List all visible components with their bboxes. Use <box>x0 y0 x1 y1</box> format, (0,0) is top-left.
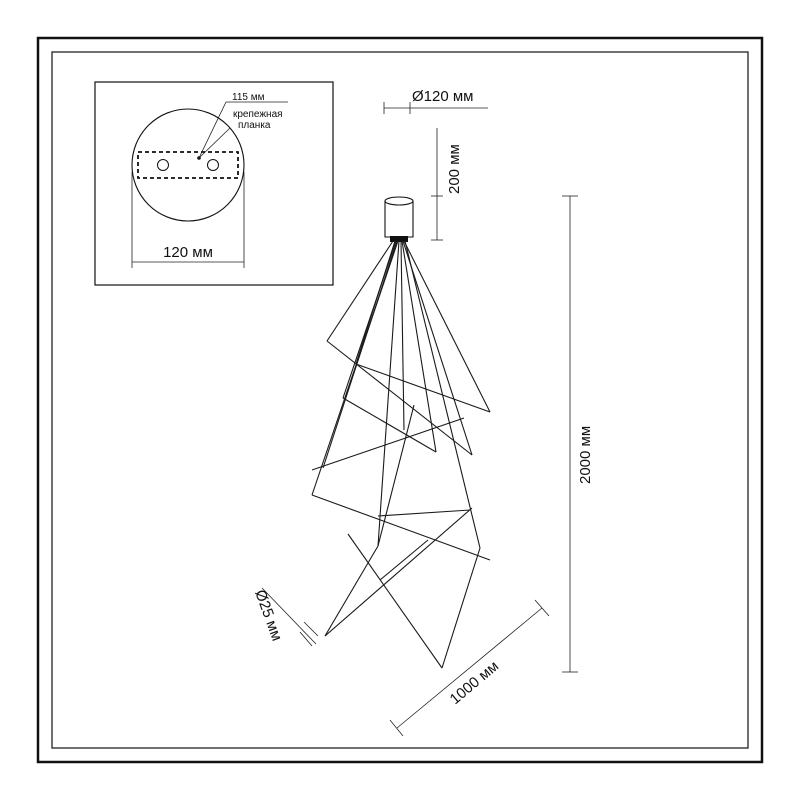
bracket-label-line2: планка <box>238 120 271 131</box>
canopy-height-dimension: 200 мм <box>431 128 463 241</box>
screw-hole-right <box>207 159 219 171</box>
total-width-dimension: 1000 мм <box>389 599 550 737</box>
mounting-plate-inset: 115 мм крепежная планка 120 мм <box>94 81 334 286</box>
total-width-label: 1000 мм <box>447 658 502 708</box>
tube-diameter-line <box>261 587 317 645</box>
outer-frame <box>36 36 764 764</box>
rod <box>326 240 394 342</box>
canopy-diameter-label: Ø120 мм <box>412 88 474 105</box>
inner-frame <box>51 51 749 749</box>
canopy-body <box>384 201 414 238</box>
mounting-bracket <box>137 151 239 179</box>
light-bar <box>311 494 491 561</box>
light-bar <box>377 509 471 517</box>
inset-width-label: 120 мм <box>163 244 213 261</box>
slot-leader <box>198 101 227 159</box>
bracket-label-line1: крепежная <box>233 109 283 120</box>
led-light-bars <box>311 340 491 669</box>
canopy-rod-collar <box>390 236 408 242</box>
rod <box>311 240 399 496</box>
light-bar <box>326 340 473 456</box>
canopy-diameter-dimension: Ø120 мм <box>383 88 488 114</box>
inset-border <box>94 81 334 286</box>
ceiling-canopy <box>384 196 414 242</box>
rod <box>324 545 379 637</box>
light-bar <box>311 417 465 471</box>
light-bar <box>355 363 491 413</box>
total-height-label: 2000 мм <box>577 426 594 484</box>
tube-diameter-tick-b <box>299 631 313 647</box>
tube-diameter-tick-a <box>303 621 319 637</box>
light-bar <box>379 539 429 581</box>
canopy-top-rim <box>384 196 414 206</box>
total-width-line <box>396 607 543 729</box>
bracket-leader <box>198 127 231 159</box>
total-width-tick-right <box>534 599 550 617</box>
rod <box>403 240 491 413</box>
rod <box>342 240 397 399</box>
canopy-top-view <box>131 108 245 222</box>
total-width-tick-left <box>389 719 404 737</box>
light-bar <box>324 507 473 637</box>
tube-diameter-dimension: Ø25 мм <box>251 587 319 647</box>
light-bar <box>377 404 415 547</box>
slot-dimension-label: 115 мм <box>232 92 265 103</box>
rod <box>401 240 437 453</box>
rod <box>441 547 481 669</box>
light-bar <box>347 533 443 669</box>
suspension-rods <box>311 240 491 549</box>
light-bar <box>342 397 437 453</box>
rod <box>377 240 400 547</box>
tube-diameter-label: Ø25 мм <box>251 588 285 644</box>
total-height-dimension: 2000 мм <box>562 195 594 673</box>
rod <box>400 240 405 431</box>
screw-hole-left <box>157 159 169 171</box>
canopy-height-label: 200 мм <box>446 144 463 194</box>
